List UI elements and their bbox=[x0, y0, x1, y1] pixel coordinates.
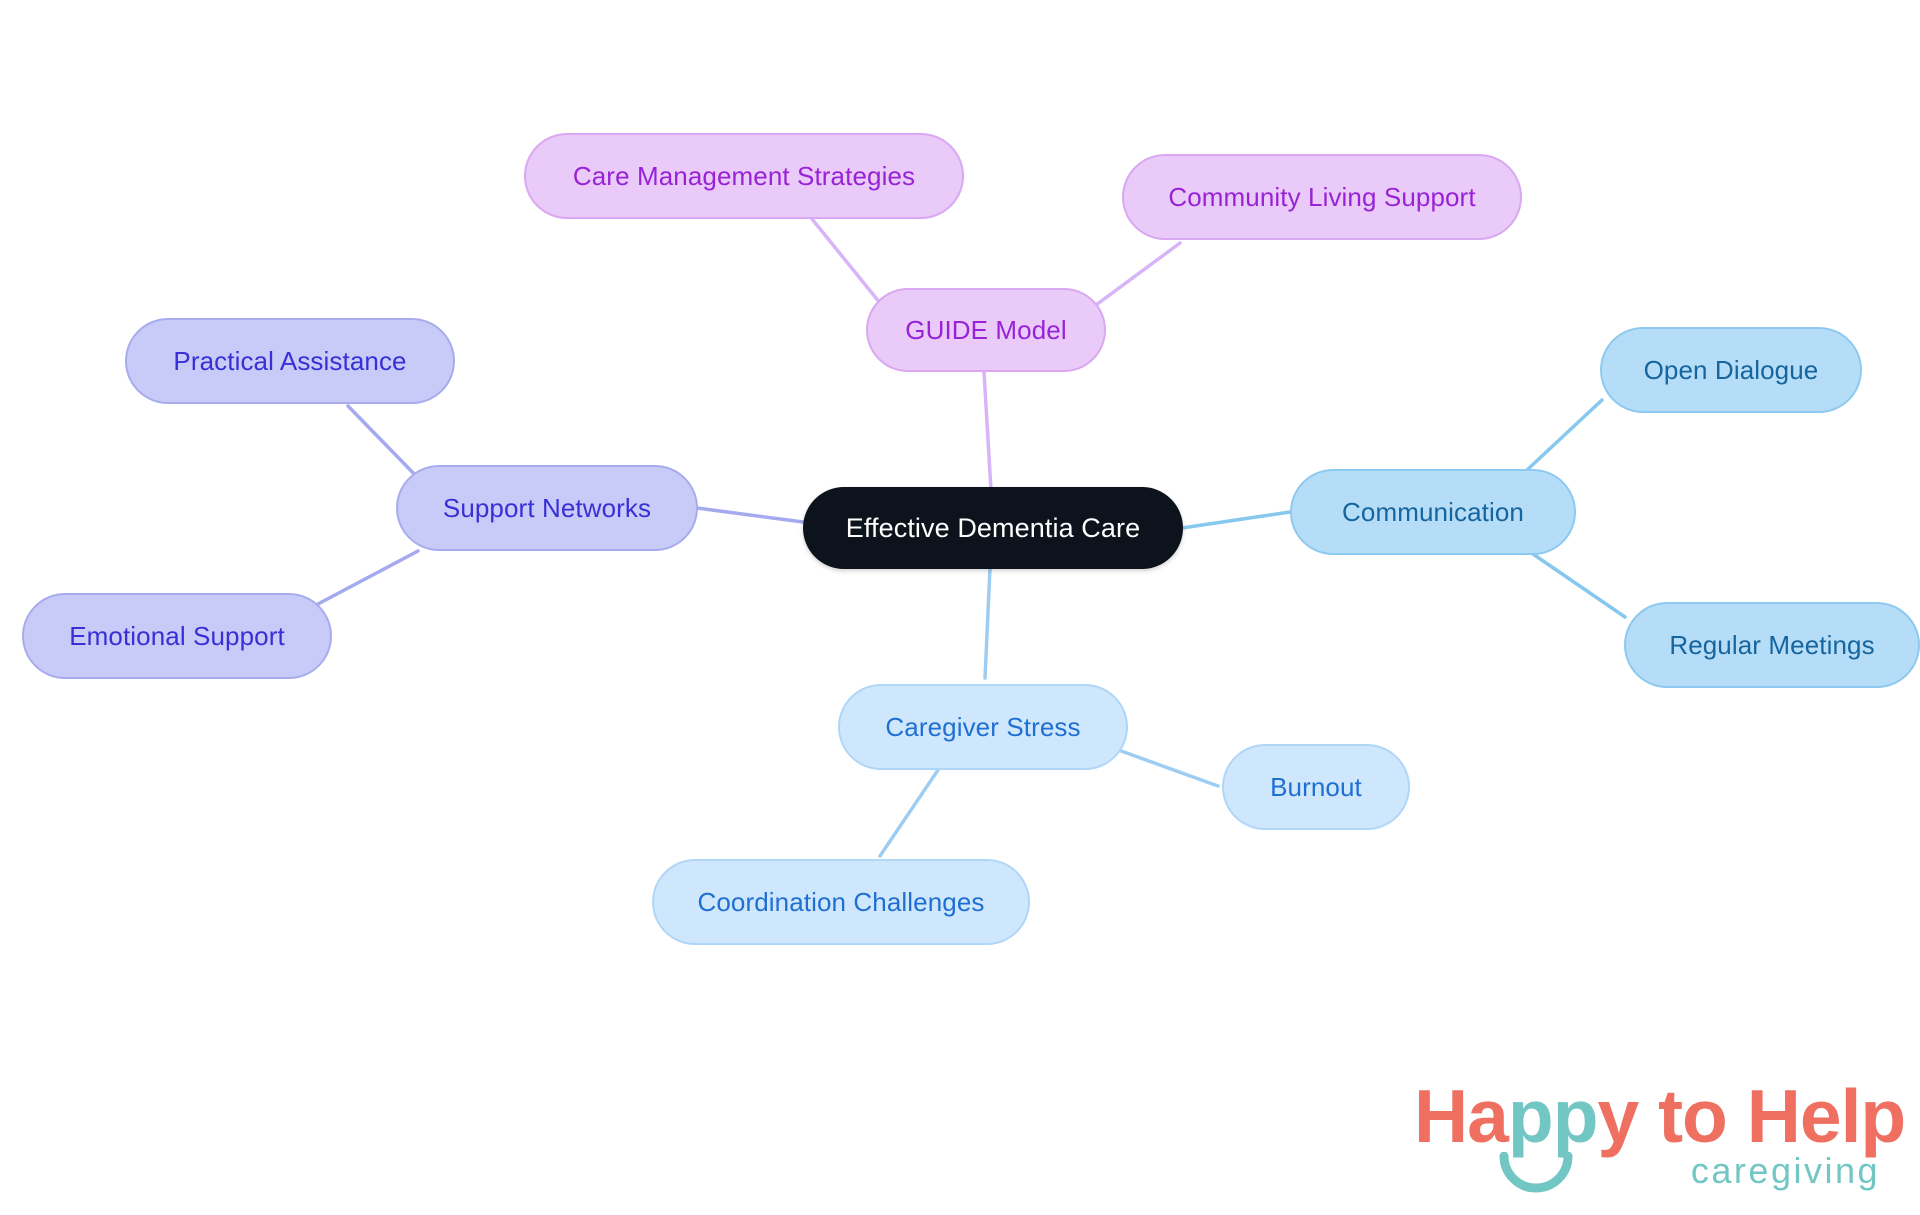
node-label: Community Living Support bbox=[1168, 181, 1476, 212]
node-label: Communication bbox=[1342, 496, 1524, 527]
node-caregiver-stress[interactable]: Caregiver Stress bbox=[838, 684, 1128, 770]
node-coordination-challenges[interactable]: Coordination Challenges bbox=[652, 859, 1030, 945]
node-label: Care Management Strategies bbox=[572, 160, 916, 191]
node-label: Caregiver Stress bbox=[885, 711, 1081, 742]
logo-word-part3: y to Help bbox=[1597, 1074, 1907, 1158]
node-emotional-support[interactable]: Emotional Support bbox=[22, 593, 332, 679]
node-label: Coordination Challenges bbox=[697, 886, 985, 917]
node-label: Open Dialogue bbox=[1643, 354, 1819, 385]
edge-communication-open-dialogue bbox=[1525, 398, 1604, 472]
smile-icon bbox=[1499, 1152, 1573, 1193]
node-care-management-strategies[interactable]: Care Management Strategies bbox=[524, 133, 964, 219]
node-open-dialogue[interactable]: Open Dialogue bbox=[1600, 327, 1862, 413]
node-practical-assistance[interactable]: Practical Assistance bbox=[125, 318, 455, 404]
logo-wordmark: Happy to Help bbox=[1414, 1079, 1906, 1154]
edge-root-caregiver-stress bbox=[983, 566, 992, 680]
node-guide-model[interactable]: GUIDE Model bbox=[866, 288, 1106, 372]
node-label: GUIDE Model bbox=[905, 314, 1067, 345]
node-label: Support Networks bbox=[442, 492, 652, 523]
edge-guide-model-care-management-strategies bbox=[810, 217, 882, 305]
logo-word-part2: pp bbox=[1507, 1074, 1599, 1158]
happy-to-help-logo: Happy to Help caregiving bbox=[1414, 1079, 1906, 1197]
edge-root-guide-model bbox=[982, 370, 993, 492]
edge-root-communication bbox=[1180, 510, 1292, 530]
node-root-effective-dementia-care[interactable]: Effective Dementia Care bbox=[803, 487, 1183, 569]
node-label: Regular Meetings bbox=[1669, 629, 1875, 660]
node-regular-meetings[interactable]: Regular Meetings bbox=[1624, 602, 1920, 688]
logo-tagline: caregiving bbox=[1690, 1150, 1880, 1191]
node-communication[interactable]: Communication bbox=[1290, 469, 1576, 555]
edge-guide-model-community-living-support bbox=[1094, 241, 1182, 307]
edge-caregiver-stress-coordination-challenges bbox=[878, 768, 940, 858]
edge-support-networks-practical-assistance bbox=[346, 404, 422, 482]
edge-support-networks-emotional-support bbox=[316, 549, 420, 606]
edge-root-support-networks bbox=[695, 506, 805, 524]
node-label: Emotional Support bbox=[69, 620, 285, 651]
node-label: Effective Dementia Care bbox=[845, 512, 1141, 543]
node-support-networks[interactable]: Support Networks bbox=[396, 465, 698, 551]
node-community-living-support[interactable]: Community Living Support bbox=[1122, 154, 1522, 240]
node-burnout[interactable]: Burnout bbox=[1222, 744, 1410, 830]
edge-caregiver-stress-burnout bbox=[1108, 745, 1220, 788]
node-label: Burnout bbox=[1270, 771, 1362, 802]
node-label: Practical Assistance bbox=[173, 345, 407, 376]
logo-word-part1: Ha bbox=[1414, 1074, 1509, 1158]
edge-communication-regular-meetings bbox=[1528, 550, 1627, 619]
